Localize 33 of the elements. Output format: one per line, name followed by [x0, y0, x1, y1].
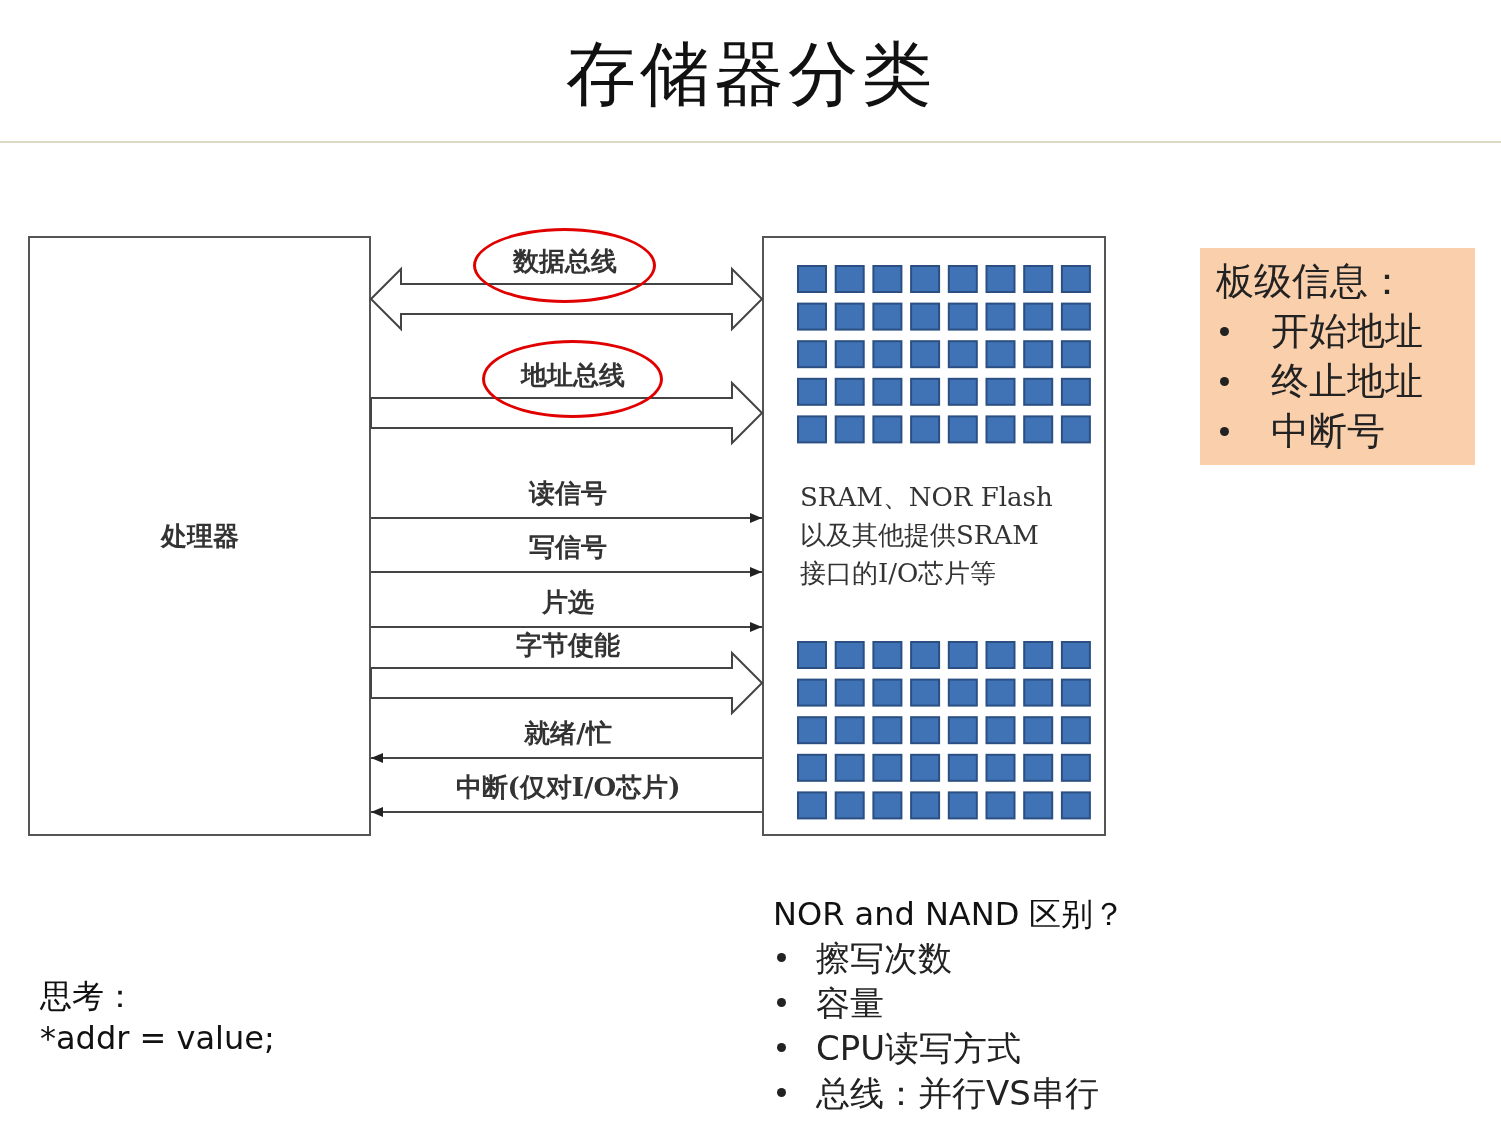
info-panel — [1200, 248, 1475, 465]
list-item: 擦写次数 — [816, 936, 952, 979]
edge-label: 就绪/忙 — [522, 718, 614, 748]
list-item: 开始地址 — [1271, 307, 1423, 355]
signal-arrow — [370, 753, 763, 763]
edge-label: 字节使能 — [514, 630, 622, 660]
bus-arrow — [370, 650, 764, 716]
question-text: NOR and NAND 区别？ — [773, 894, 1126, 935]
bus-label: 数据总线 — [512, 245, 617, 278]
edge-label: 写信号 — [527, 532, 609, 562]
note-text: 思考： — [40, 976, 136, 1017]
edge-label: 读信号 — [527, 478, 609, 508]
bus-arrow — [370, 380, 764, 446]
signal-arrow — [370, 513, 763, 523]
signal-arrow — [370, 807, 763, 817]
panel-heading: 板级信息： — [1216, 258, 1407, 305]
list-item: CPU读写方式 — [816, 1026, 1022, 1069]
edge-label: 片选 — [540, 587, 596, 617]
title: 存储器分类 — [565, 32, 936, 117]
list-item: 中断号 — [1271, 407, 1385, 455]
code-text: *addr = value; — [40, 1018, 275, 1059]
signal-arrow — [370, 567, 763, 577]
list-item: 总线：并行VS串行 — [816, 1071, 1099, 1114]
list-item: 终止地址 — [1271, 357, 1423, 405]
bus-label: 地址总线 — [520, 358, 625, 392]
highlight-ellipse — [482, 340, 663, 418]
highlight-ellipse — [473, 228, 656, 303]
box-label: SRAM、NOR Flash以及其他提供SRAM接口的I/O芯片等 — [800, 481, 1054, 590]
list-item: 容量 — [816, 981, 884, 1024]
bus-arrow — [369, 266, 764, 332]
processor-box — [28, 236, 371, 836]
signal-arrow — [370, 622, 763, 632]
box-label: 处理器 — [159, 519, 240, 553]
